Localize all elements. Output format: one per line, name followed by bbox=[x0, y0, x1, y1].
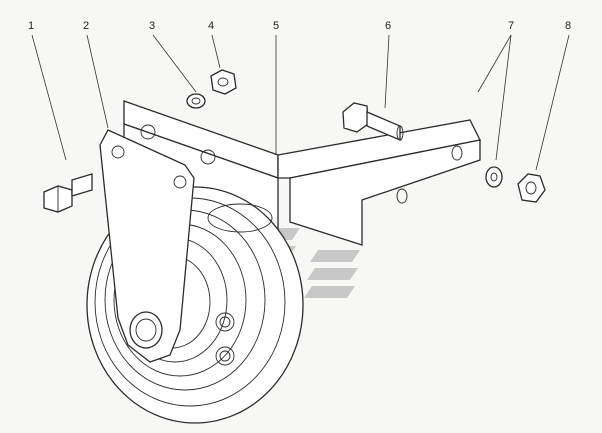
callout-8: 8 bbox=[565, 20, 572, 32]
callout-7: 7 bbox=[508, 20, 515, 32]
nut-part-8 bbox=[517, 173, 546, 203]
mounting-plate-part-2 bbox=[99, 129, 195, 363]
washer-part-7 bbox=[485, 166, 503, 188]
callout-5: 5 bbox=[273, 20, 280, 32]
callout-1: 1 bbox=[28, 20, 35, 32]
bolt-part-6 bbox=[342, 102, 404, 141]
washer-part-3 bbox=[186, 93, 206, 109]
leader-lines bbox=[31, 34, 570, 171]
nut-part-4 bbox=[210, 69, 237, 95]
bolt-part-1 bbox=[43, 173, 93, 213]
callout-6: 6 bbox=[385, 20, 392, 32]
callout-3: 3 bbox=[149, 20, 156, 32]
callout-2: 2 bbox=[83, 20, 90, 32]
callout-4: 4 bbox=[208, 20, 215, 32]
